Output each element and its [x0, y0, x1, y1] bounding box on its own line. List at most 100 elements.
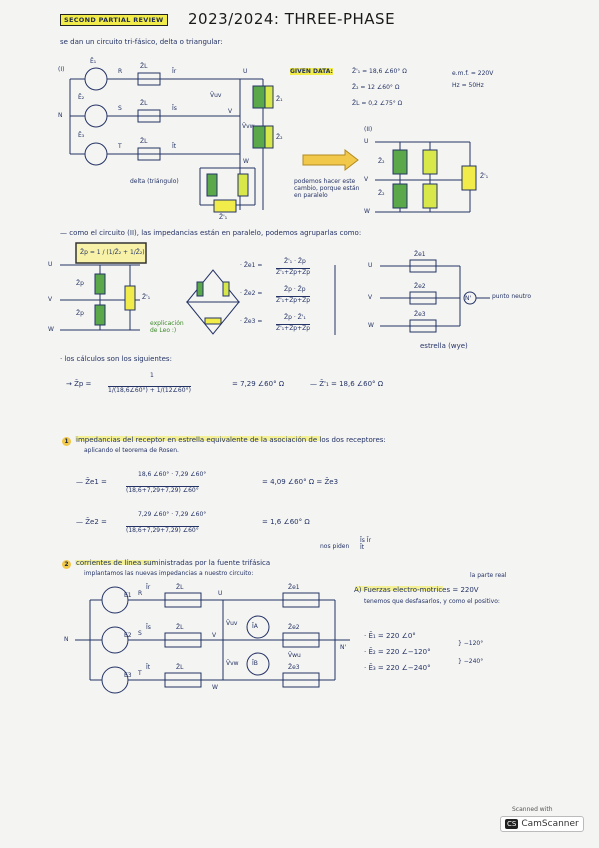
- step1-sub: aplicando el teorema de Rosen.: [84, 447, 179, 454]
- given-hz: Hz = 50Hz: [452, 82, 484, 89]
- calc-zp-label: → Z̄p =: [66, 380, 92, 388]
- label-e3: Ē₃: [78, 132, 85, 139]
- b-node-w: W: [212, 684, 218, 691]
- step1-title: impedancias del receptor en estrella equ…: [76, 436, 386, 444]
- b-ib: ĪB: [252, 660, 258, 667]
- ze1-label: — Z̄e1 =: [76, 478, 107, 486]
- ask-text: nos piden: [320, 543, 350, 550]
- s-node-v: V: [368, 294, 373, 301]
- b-ir: Īr: [146, 584, 151, 591]
- b-ia: ĪA: [252, 623, 258, 630]
- b-zl2: Z̄L: [176, 624, 184, 631]
- b-ze2: Z̄e2: [288, 624, 300, 631]
- s-caption: estrella (wye): [420, 342, 468, 350]
- b-it: Īt: [146, 664, 151, 671]
- node-v: V: [228, 108, 233, 115]
- step2-sub: implantamos las nuevas impedancias a nue…: [84, 570, 254, 577]
- step2-number: 2: [62, 560, 71, 569]
- ze2-den: (18,6+7,29+7,29) ∠60°: [126, 526, 199, 534]
- circuit2-label: (II): [364, 126, 373, 133]
- p-zp2: Z̄p: [76, 310, 84, 317]
- b-node-s: S: [138, 630, 142, 637]
- b-node-n: N: [64, 636, 69, 643]
- leo-explanation: explicación de Leo :): [150, 320, 184, 334]
- node-n: N: [58, 112, 63, 119]
- c2-node-v: V: [364, 176, 369, 183]
- emf-e2: · Ē₂ = 220 ∠−120°: [364, 648, 431, 656]
- ze1-den: (18,6+7,29+7,29) ∠60°: [126, 486, 199, 494]
- label-vvw: V̄vw: [242, 123, 255, 130]
- camscanner-badge: CS CamScanner: [500, 816, 584, 832]
- node-r: R: [118, 68, 123, 75]
- emf-title: A) Fuerzas electro-motrices = 220V: [354, 586, 479, 594]
- s-ze2: Z̄e2: [414, 283, 426, 290]
- source-1-icon: [84, 67, 108, 91]
- p-node-w: W: [48, 326, 54, 333]
- f2-label: · Z̄e2 =: [240, 290, 263, 297]
- ze1-num: 18,6 ∠60° · 7,29 ∠60°: [138, 471, 207, 478]
- given-label: GIVEN DATA:: [290, 68, 333, 75]
- source-3-icon: [84, 142, 108, 166]
- ze2-result: = 1,6 ∠60° Ω: [262, 518, 310, 526]
- f3-num: Z̄p · Z̄'₁: [284, 314, 306, 321]
- camscanner-brand: CamScanner: [521, 819, 579, 829]
- delta-caption: delta (triángulo): [130, 178, 179, 185]
- ze2-num: 7,29 ∠60° · 7,29 ∠60°: [138, 511, 207, 518]
- parallel-text: — como el circuito (II), las impedancias…: [60, 229, 362, 237]
- b-is: Īs: [146, 624, 151, 631]
- b-vwu: V̄wu: [288, 652, 301, 659]
- b-zl3: Z̄L: [176, 664, 184, 671]
- label-zl1: Z̄L: [140, 63, 148, 70]
- label-it: Īt: [172, 143, 177, 150]
- label-zl3: Z̄L: [140, 138, 148, 145]
- f1-num: Z̄'₁ · Z̄p: [284, 258, 306, 265]
- c2-node-w: W: [364, 208, 370, 215]
- emf-e3: · Ē₃ = 220 ∠−240°: [364, 664, 431, 672]
- page-title: 2023/2024: THREE-PHASE: [188, 10, 396, 28]
- calc-zp-num: 1: [150, 372, 154, 379]
- label-z2: Z̄₂: [276, 134, 283, 141]
- node-t: T: [118, 143, 122, 150]
- circuit1-label: (I): [58, 66, 65, 73]
- b-e2: E2: [124, 632, 132, 639]
- label-is: Īs: [172, 105, 177, 112]
- node-w: W: [243, 158, 249, 165]
- node-s: S: [118, 105, 122, 112]
- p-zp1: Z̄p: [76, 280, 84, 287]
- calc-zp-den: 1/(18,6∠60°) + 1/(12∠60°): [108, 386, 191, 394]
- b-node-n2: N': [340, 644, 347, 651]
- f1-den: Z̄'₁+Z̄p+Z̄p: [276, 268, 311, 276]
- b-ze3: Z̄e3: [288, 664, 300, 671]
- zp-box: Z̄p = 1 / (1/Z̄₂ + 1/Z̄₂): [80, 249, 145, 256]
- b-node-u: U: [218, 590, 223, 597]
- b-vuv: V̄uv: [226, 620, 238, 627]
- b-node-t: T: [138, 670, 142, 677]
- camscanner-logo-icon: CS: [505, 819, 519, 829]
- s-node-w: W: [368, 322, 374, 329]
- label-e2: Ē₂: [78, 94, 85, 101]
- s-ze3: Z̄e3: [414, 311, 426, 318]
- b-zl1: Z̄L: [176, 584, 184, 591]
- label-ir: Īr: [172, 68, 177, 75]
- label-e1: Ē₁: [90, 58, 97, 65]
- given-emf: e.m.f. = 220V: [452, 70, 494, 77]
- c2-z2b: Z̄₂: [378, 190, 385, 197]
- scanned-with: Scanned with: [512, 806, 553, 813]
- intro-text: se dan un circuito tri-fásico, delta o t…: [60, 38, 223, 46]
- label-zprime: Z̄'₁: [219, 214, 228, 221]
- b-vvw: V̄vw: [226, 660, 239, 667]
- given-zprime: Z̄'₁ = 18,6 ∠60° Ω: [352, 68, 407, 75]
- ze2-label: — Z̄e2 =: [76, 518, 107, 526]
- calc-zprime: — Z̄'₁ = 18,6 ∠60° Ω: [310, 380, 384, 388]
- given-zl: Z̄L = 0,2 ∠75° Ω: [352, 100, 403, 107]
- label-zl2: Z̄L: [140, 100, 148, 107]
- label-vuv: V̄uv: [210, 92, 222, 99]
- p-node-u: U: [48, 261, 53, 268]
- emf-e1: · Ē₁ = 220 ∠0°: [364, 632, 416, 640]
- source-2-icon: [84, 104, 108, 128]
- b-node-r: R: [138, 590, 143, 597]
- b-e3: E3: [124, 672, 132, 679]
- c2-node-u: U: [364, 138, 369, 145]
